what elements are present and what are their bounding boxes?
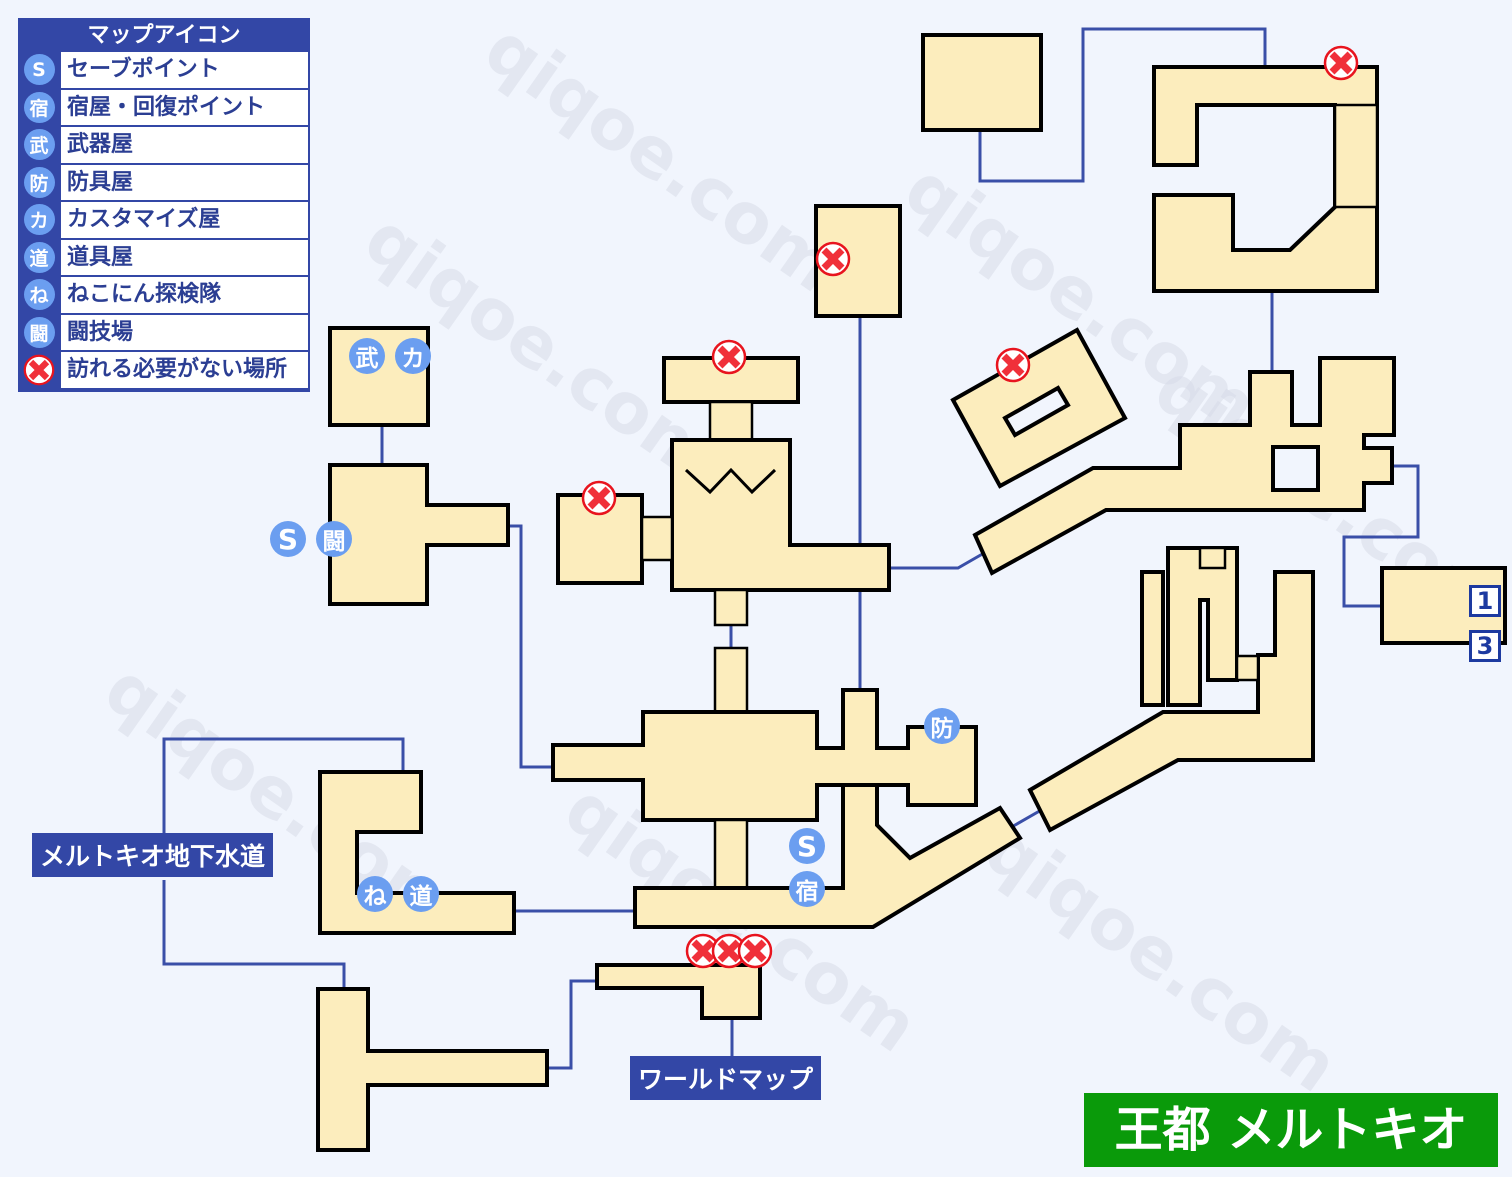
inn-icon: 宿 <box>23 91 55 123</box>
exit-world-map-label[interactable]: ワールドマップ <box>630 1056 822 1100</box>
route-line <box>162 880 346 1008</box>
complex-wing <box>1166 546 1239 707</box>
rooms <box>316 33 1507 1152</box>
legend-item: 闘闘技場 <box>20 314 308 350</box>
courtyard-hole <box>1271 445 1320 492</box>
stairs <box>708 400 754 444</box>
arena-building <box>328 463 510 606</box>
save-point-icon[interactable]: S <box>789 828 825 864</box>
legend-label: 訪れる必要がない場所 <box>61 352 308 388</box>
inn-icon[interactable]: 宿 <box>789 871 825 907</box>
customize-shop-icon[interactable]: カ <box>395 338 431 374</box>
legend-title: マップアイコン <box>87 23 241 48</box>
route-line <box>530 979 610 1070</box>
legend-label: 防具屋 <box>61 164 308 200</box>
armor-shop-icon[interactable]: 防 <box>924 708 960 744</box>
exit-3-marker[interactable]: 3 <box>1469 630 1501 662</box>
legend-item: ねねこにん探検隊 <box>20 277 308 313</box>
watermark: qiqoe.com <box>970 807 1352 1109</box>
legend-item: 武武器屋 <box>20 127 308 163</box>
legend-label: ねこにん探検隊 <box>61 277 308 313</box>
armor-shop-icon: 防 <box>23 166 55 198</box>
no-entry-icon <box>995 347 1031 383</box>
catnin-icon: ね <box>23 279 55 311</box>
customize-shop-icon: カ <box>23 204 55 236</box>
stairs <box>713 588 749 627</box>
northeast-mansion <box>1152 65 1379 293</box>
map-title: 王都 メルトキオ <box>1084 1093 1498 1167</box>
central-plaza <box>551 688 978 822</box>
no-entry-icon <box>1323 45 1359 81</box>
legend-item: 宿宿屋・回復ポイント <box>20 89 308 125</box>
southwest-street <box>316 987 549 1152</box>
stairs <box>1333 103 1379 209</box>
arena-icon[interactable]: 闘 <box>316 521 352 557</box>
exit-1-marker[interactable]: 1 <box>1469 585 1501 617</box>
legend-label: 武器屋 <box>61 127 308 163</box>
south-plaza <box>633 783 1023 929</box>
castle-main <box>670 438 891 592</box>
east-exit-room <box>1380 566 1507 645</box>
legend-label: セーブポイント <box>61 52 308 88</box>
no-entry-icon <box>737 933 773 969</box>
legend-item: 訪れる必要がない場所 <box>20 352 308 388</box>
diagonal-stairs <box>684 467 777 495</box>
stairs <box>640 515 674 562</box>
legend-label: カスタマイズ屋 <box>61 202 308 238</box>
southeast-street <box>1027 570 1315 833</box>
arena-icon: 闘 <box>23 316 55 348</box>
item-shop-icon: 道 <box>23 241 55 273</box>
item-shop-icon[interactable]: 道 <box>403 876 439 912</box>
legend-label: 闘技場 <box>61 314 308 350</box>
catnin-icon[interactable]: ね <box>357 876 393 912</box>
stairs <box>1235 654 1260 682</box>
north-room <box>921 33 1043 132</box>
legend-item: カカスタマイズ屋 <box>20 202 308 238</box>
complex-wing <box>1140 570 1165 707</box>
legend-item: 防防具屋 <box>20 164 308 200</box>
no-entry-icon <box>815 241 851 277</box>
route-line <box>1342 464 1420 608</box>
weapon-shop-icon: 武 <box>23 129 55 161</box>
save-point-icon: S <box>23 54 55 86</box>
stairs <box>713 646 749 714</box>
route-line <box>978 27 1267 183</box>
no-entry-icon <box>711 339 747 375</box>
no-entry-icon <box>23 354 55 386</box>
weapon-shop-icon[interactable]: 武 <box>349 338 385 374</box>
stairs <box>713 818 749 892</box>
east-district <box>972 356 1396 576</box>
legend-item: 道道具屋 <box>20 239 308 275</box>
stairs <box>1198 546 1227 570</box>
legend-label: 道具屋 <box>61 239 308 275</box>
south-gate <box>595 963 762 1020</box>
watermark: qiqoe.com <box>470 7 852 309</box>
save-point-icon[interactable]: S <box>270 521 306 557</box>
routes <box>162 27 1420 1070</box>
exit-sewer-label[interactable]: メルトキオ地下水道 <box>32 833 274 877</box>
legend-label: 宿屋・回復ポイント <box>61 89 308 125</box>
no-entry-icon <box>581 480 617 516</box>
rotated-building-hole <box>1002 385 1071 438</box>
